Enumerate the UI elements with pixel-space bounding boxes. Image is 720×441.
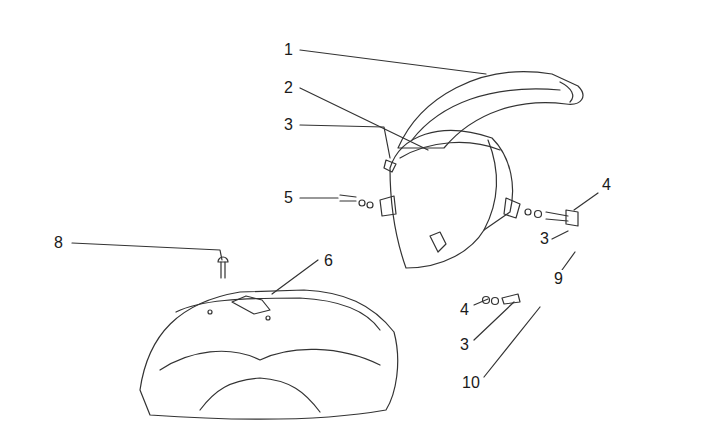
callout-number: 8 xyxy=(52,234,65,252)
callout-number: 4 xyxy=(600,176,613,194)
leader-line xyxy=(300,197,338,198)
callout-number: 3 xyxy=(458,336,471,354)
leader-line xyxy=(484,307,540,377)
callout-number: 5 xyxy=(282,189,295,207)
leader-line xyxy=(300,125,390,158)
leader-line xyxy=(474,302,514,340)
callout-number: 1 xyxy=(282,41,295,59)
callout-number: 2 xyxy=(282,79,295,97)
leader-line xyxy=(300,88,428,150)
leader-line xyxy=(552,231,568,239)
leader-line xyxy=(272,260,318,294)
callout-number: 3 xyxy=(282,116,295,134)
leader-line xyxy=(72,243,222,260)
callout-number: 4 xyxy=(458,301,471,319)
callout-number: 9 xyxy=(552,270,565,288)
leader-line xyxy=(474,299,488,305)
leader-line xyxy=(300,50,486,74)
leader-line xyxy=(574,193,598,210)
callout-number: 10 xyxy=(460,374,482,392)
callout-number: 6 xyxy=(322,252,335,270)
callout-number: 3 xyxy=(538,230,551,248)
leader-line xyxy=(562,252,575,270)
